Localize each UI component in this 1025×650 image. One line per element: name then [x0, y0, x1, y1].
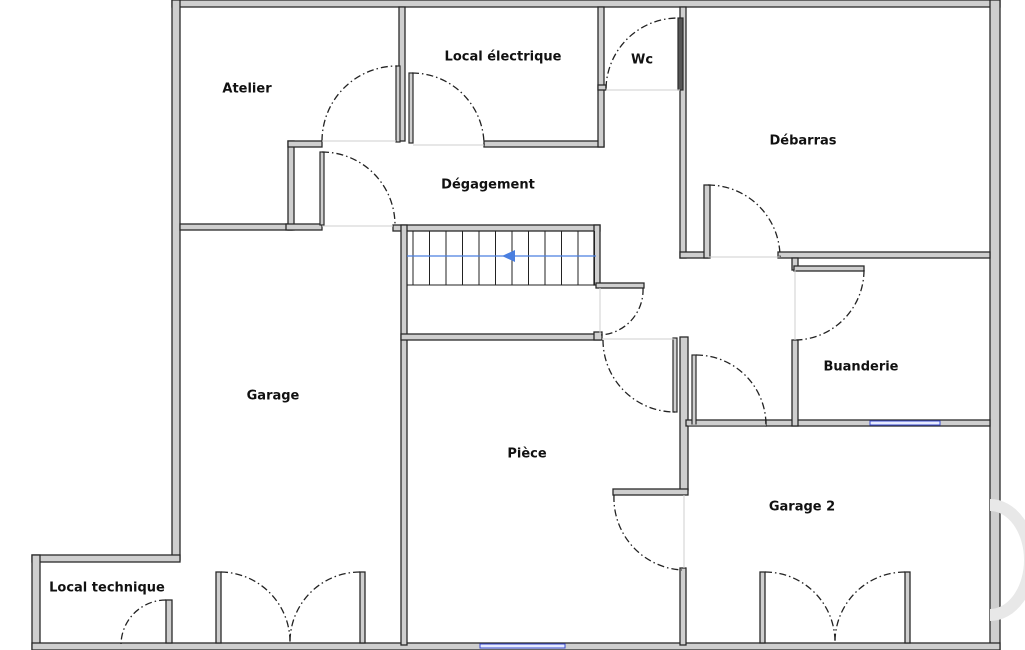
room-label-buanderie: Buanderie — [823, 359, 899, 375]
thresholds — [322, 89, 796, 568]
room-label-garage-2: Garage 2 — [768, 499, 836, 515]
room-label-local-electrique: Local électrique — [444, 49, 562, 65]
room-label-wc: Wc — [630, 52, 654, 68]
windows — [479, 420, 941, 649]
stair-direction-arrow — [407, 250, 596, 262]
door-leaves — [319, 17, 697, 426]
walls — [31, 0, 1001, 650]
room-label-debarras: Débarras — [769, 133, 837, 149]
room-label-piece: Pièce — [507, 446, 547, 462]
room-label-atelier: Atelier — [222, 81, 272, 97]
room-label-garage: Garage — [246, 388, 300, 404]
room-label-degagement: Dégagement — [441, 177, 535, 193]
room-label-local-technique: Local technique — [49, 580, 165, 596]
staircase — [407, 231, 595, 286]
door-swings — [120, 17, 906, 646]
watermark-logo — [989, 499, 1025, 621]
